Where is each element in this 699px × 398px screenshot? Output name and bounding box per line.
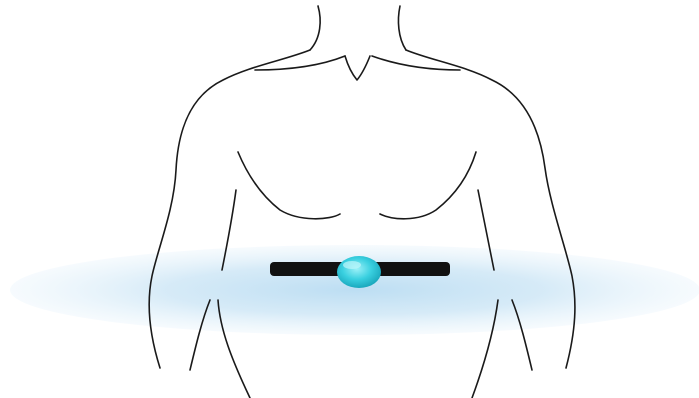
sensor-highlight (343, 261, 361, 269)
torso-outline (149, 6, 575, 398)
heart-rate-sensor (337, 256, 381, 288)
